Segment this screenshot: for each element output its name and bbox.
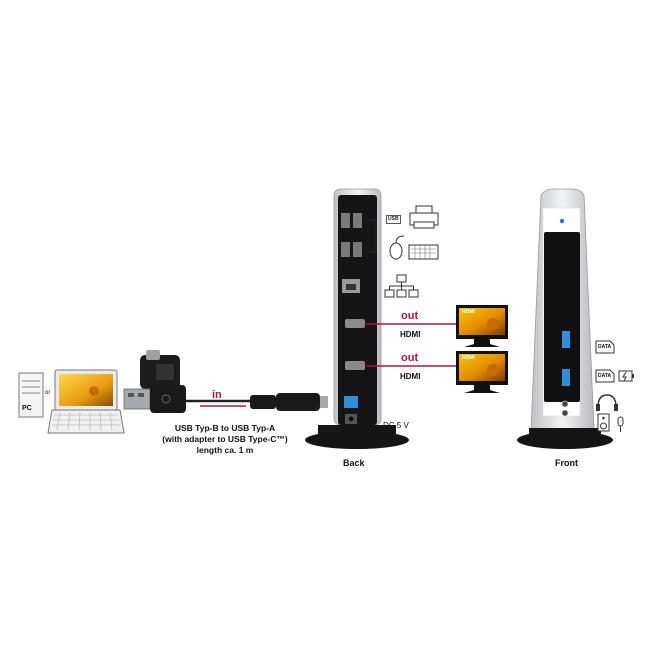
usb-tag: USB <box>386 215 401 224</box>
cable-caption: USB Typ-B to USB Typ-A (with adapter to … <box>150 423 300 456</box>
headset-icon <box>596 394 618 411</box>
printer-icon <box>409 205 439 229</box>
dc-label: DC 5 V <box>383 421 409 430</box>
monitor-icon <box>456 305 508 347</box>
network-icon <box>384 274 419 298</box>
cable-caption-line-1: USB Typ-B to USB Typ-A <box>174 423 276 433</box>
monitor-icon <box>456 351 508 393</box>
out-label-top: out <box>401 310 419 322</box>
dock-front <box>517 188 613 449</box>
data-tag-2: DATA <box>598 373 612 379</box>
back-label: Back <box>343 458 365 468</box>
hdmi-label-bottom: HDMI <box>400 372 421 381</box>
dock-back <box>305 188 409 449</box>
keyboard-icon <box>408 244 439 260</box>
data-tag-1: DATA <box>598 344 612 350</box>
monitor-hdmi-label-bottom: HDMI <box>462 355 475 361</box>
battery-icon <box>618 370 634 382</box>
mouse-icon <box>389 235 405 260</box>
pc-tower-icon <box>18 372 44 418</box>
cable-caption-line-3: length ca. 1 m <box>196 445 254 455</box>
in-label: in <box>212 389 222 401</box>
usb-cable <box>186 393 328 411</box>
front-label: Front <box>555 458 578 468</box>
laptop-icon <box>47 369 125 434</box>
cable-caption-line-2: (with adapter to USB Type-C™) <box>162 434 288 444</box>
or-label: or <box>45 390 51 396</box>
monitor-hdmi-label-top: HDMI <box>462 309 475 315</box>
hdmi-label-top: HDMI <box>400 330 421 339</box>
hdd-icon <box>595 369 615 383</box>
hdd-icon <box>595 340 615 354</box>
pc-label: PC <box>22 405 32 412</box>
usb-plug-adapter <box>123 350 186 413</box>
out-label-bottom: out <box>401 352 419 364</box>
microphone-icon <box>617 416 624 432</box>
speaker-icon <box>597 413 610 432</box>
